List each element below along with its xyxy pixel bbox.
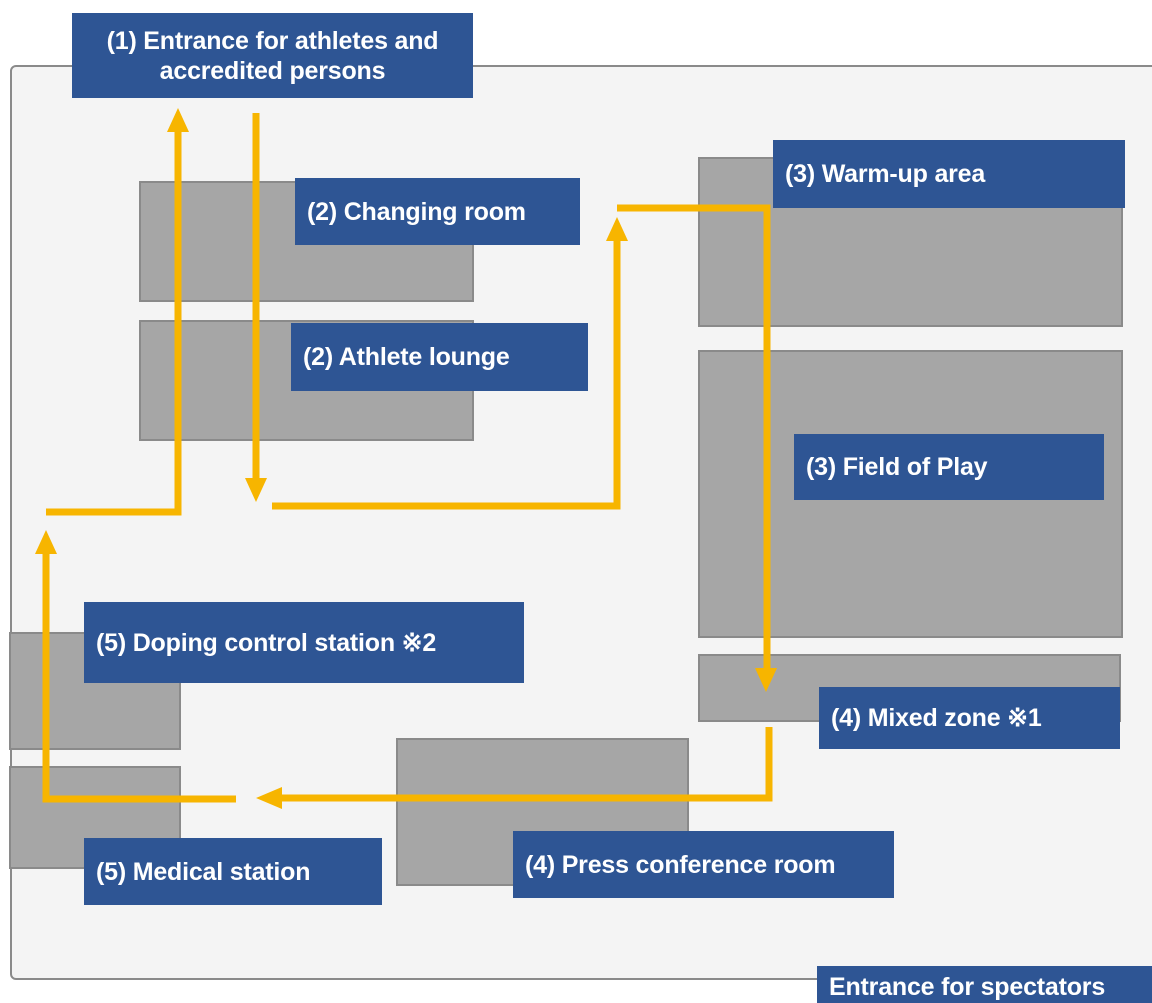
route-lounge-to-warmup (272, 238, 621, 510)
arrowhead-up-entrance (167, 108, 189, 132)
route-medical-to-doping (42, 553, 236, 803)
doping-control-label: (5) Doping control station ※2 (84, 602, 524, 683)
arrowhead-up-doping (35, 530, 57, 554)
mixed-zone-label: (4) Mixed zone ※1 (819, 687, 1120, 749)
arrowhead-down-lounge (245, 478, 267, 502)
warmup-area-label: (3) Warm-up area (773, 140, 1125, 208)
field-of-play-label: (3) Field of Play (794, 434, 1104, 500)
arrowhead-up-warmup (606, 217, 628, 241)
changing-room-label: (2) Changing room (295, 178, 580, 245)
arrowhead-down-mixedzone (755, 668, 777, 692)
route-exit-to-entrance (46, 130, 182, 516)
route-mixedzone-to-medical (282, 727, 773, 802)
entrance-spectators-label: Entrance for spectators (817, 966, 1152, 1003)
athlete-lounge-label: (2) Athlete lounge (291, 323, 588, 391)
arrowhead-left-medical (256, 787, 282, 809)
press-conference-label: (4) Press conference room (513, 831, 894, 898)
route-warmup-to-field (617, 204, 771, 670)
medical-station-label: (5) Medical station (84, 838, 382, 905)
entrance-athletes-label: (1) Entrance for athletes and accredited… (72, 13, 473, 98)
